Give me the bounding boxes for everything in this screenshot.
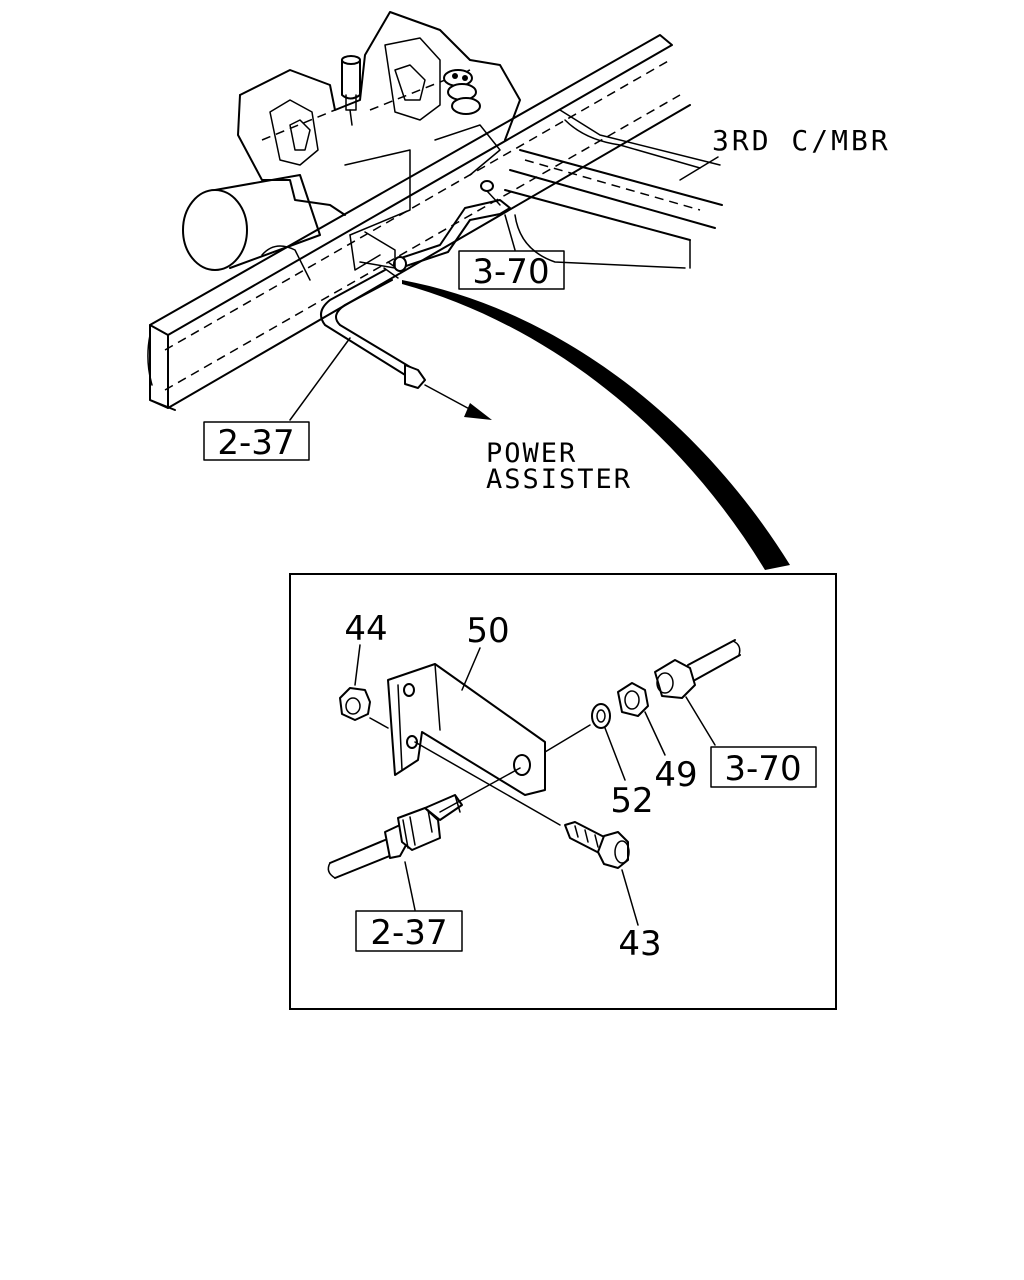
callout-50: 50 [466, 611, 509, 651]
washer-52 [591, 703, 611, 729]
frame-rail [147, 34, 691, 411]
cross-member [504, 109, 723, 269]
ref-label-2-37-detail: 2-37 [370, 913, 447, 953]
callout-52: 52 [610, 781, 653, 821]
leader-44 [354, 644, 361, 686]
bracket-50 [387, 663, 546, 796]
cross-member-label: 3RD C/MBR [712, 124, 891, 157]
callout-49: 49 [654, 755, 697, 795]
pipe-upper [394, 180, 511, 269]
bolt-43 [564, 821, 630, 869]
nut-49 [617, 682, 649, 717]
detail-frame [289, 573, 837, 1010]
leader-2-37-detail [404, 861, 416, 911]
engine-block [237, 11, 521, 271]
power-assister-label-line2: ASSISTER [486, 464, 632, 495]
direction-arrow [424, 384, 492, 420]
spring-fitting [443, 69, 481, 115]
zoom-arc [402, 280, 790, 570]
leader-49 [644, 711, 666, 756]
leader-cross-member [679, 156, 719, 181]
leader-50 [461, 647, 481, 691]
assembly-line-2 [439, 767, 521, 813]
pipe-fitting-left [327, 794, 463, 879]
detail-view: 44 50 52 49 43 3-70 2-37 [289, 573, 837, 1010]
callout-44: 44 [344, 609, 387, 649]
ref-box-3-70-upper: 3-70 [458, 250, 565, 292]
ref-label-2-37-upper: 2-37 [217, 423, 294, 463]
ref-box-2-37-upper: 2-37 [203, 421, 310, 463]
sensor-post [341, 55, 361, 126]
power-assister-label-line1: POWER [486, 438, 577, 469]
callout-43: 43 [618, 924, 661, 964]
leader-3-70-detail [685, 696, 716, 746]
pipe-fitting-right [654, 639, 741, 699]
leader-43 [621, 869, 639, 926]
pipe-lower [320, 256, 426, 389]
leader-3-70-upper [504, 214, 516, 251]
leader-52 [604, 727, 626, 781]
ref-box-2-37-detail: 2-37 [355, 910, 463, 953]
leader-2-37-upper [289, 337, 351, 421]
frame-bracket [359, 231, 396, 269]
ref-label-3-70-detail: 3-70 [724, 749, 801, 789]
cylinder-part [182, 174, 321, 281]
frame-overview: 3-70 2-37 3RD C/MBR POWER ASSISTER [147, 11, 891, 495]
nut-44 [339, 687, 389, 729]
ref-label-3-70-upper: 3-70 [472, 252, 549, 292]
ref-box-3-70-detail: 3-70 [710, 746, 817, 789]
assembly-line-3 [544, 724, 591, 753]
assembly-line-1 [414, 741, 561, 826]
